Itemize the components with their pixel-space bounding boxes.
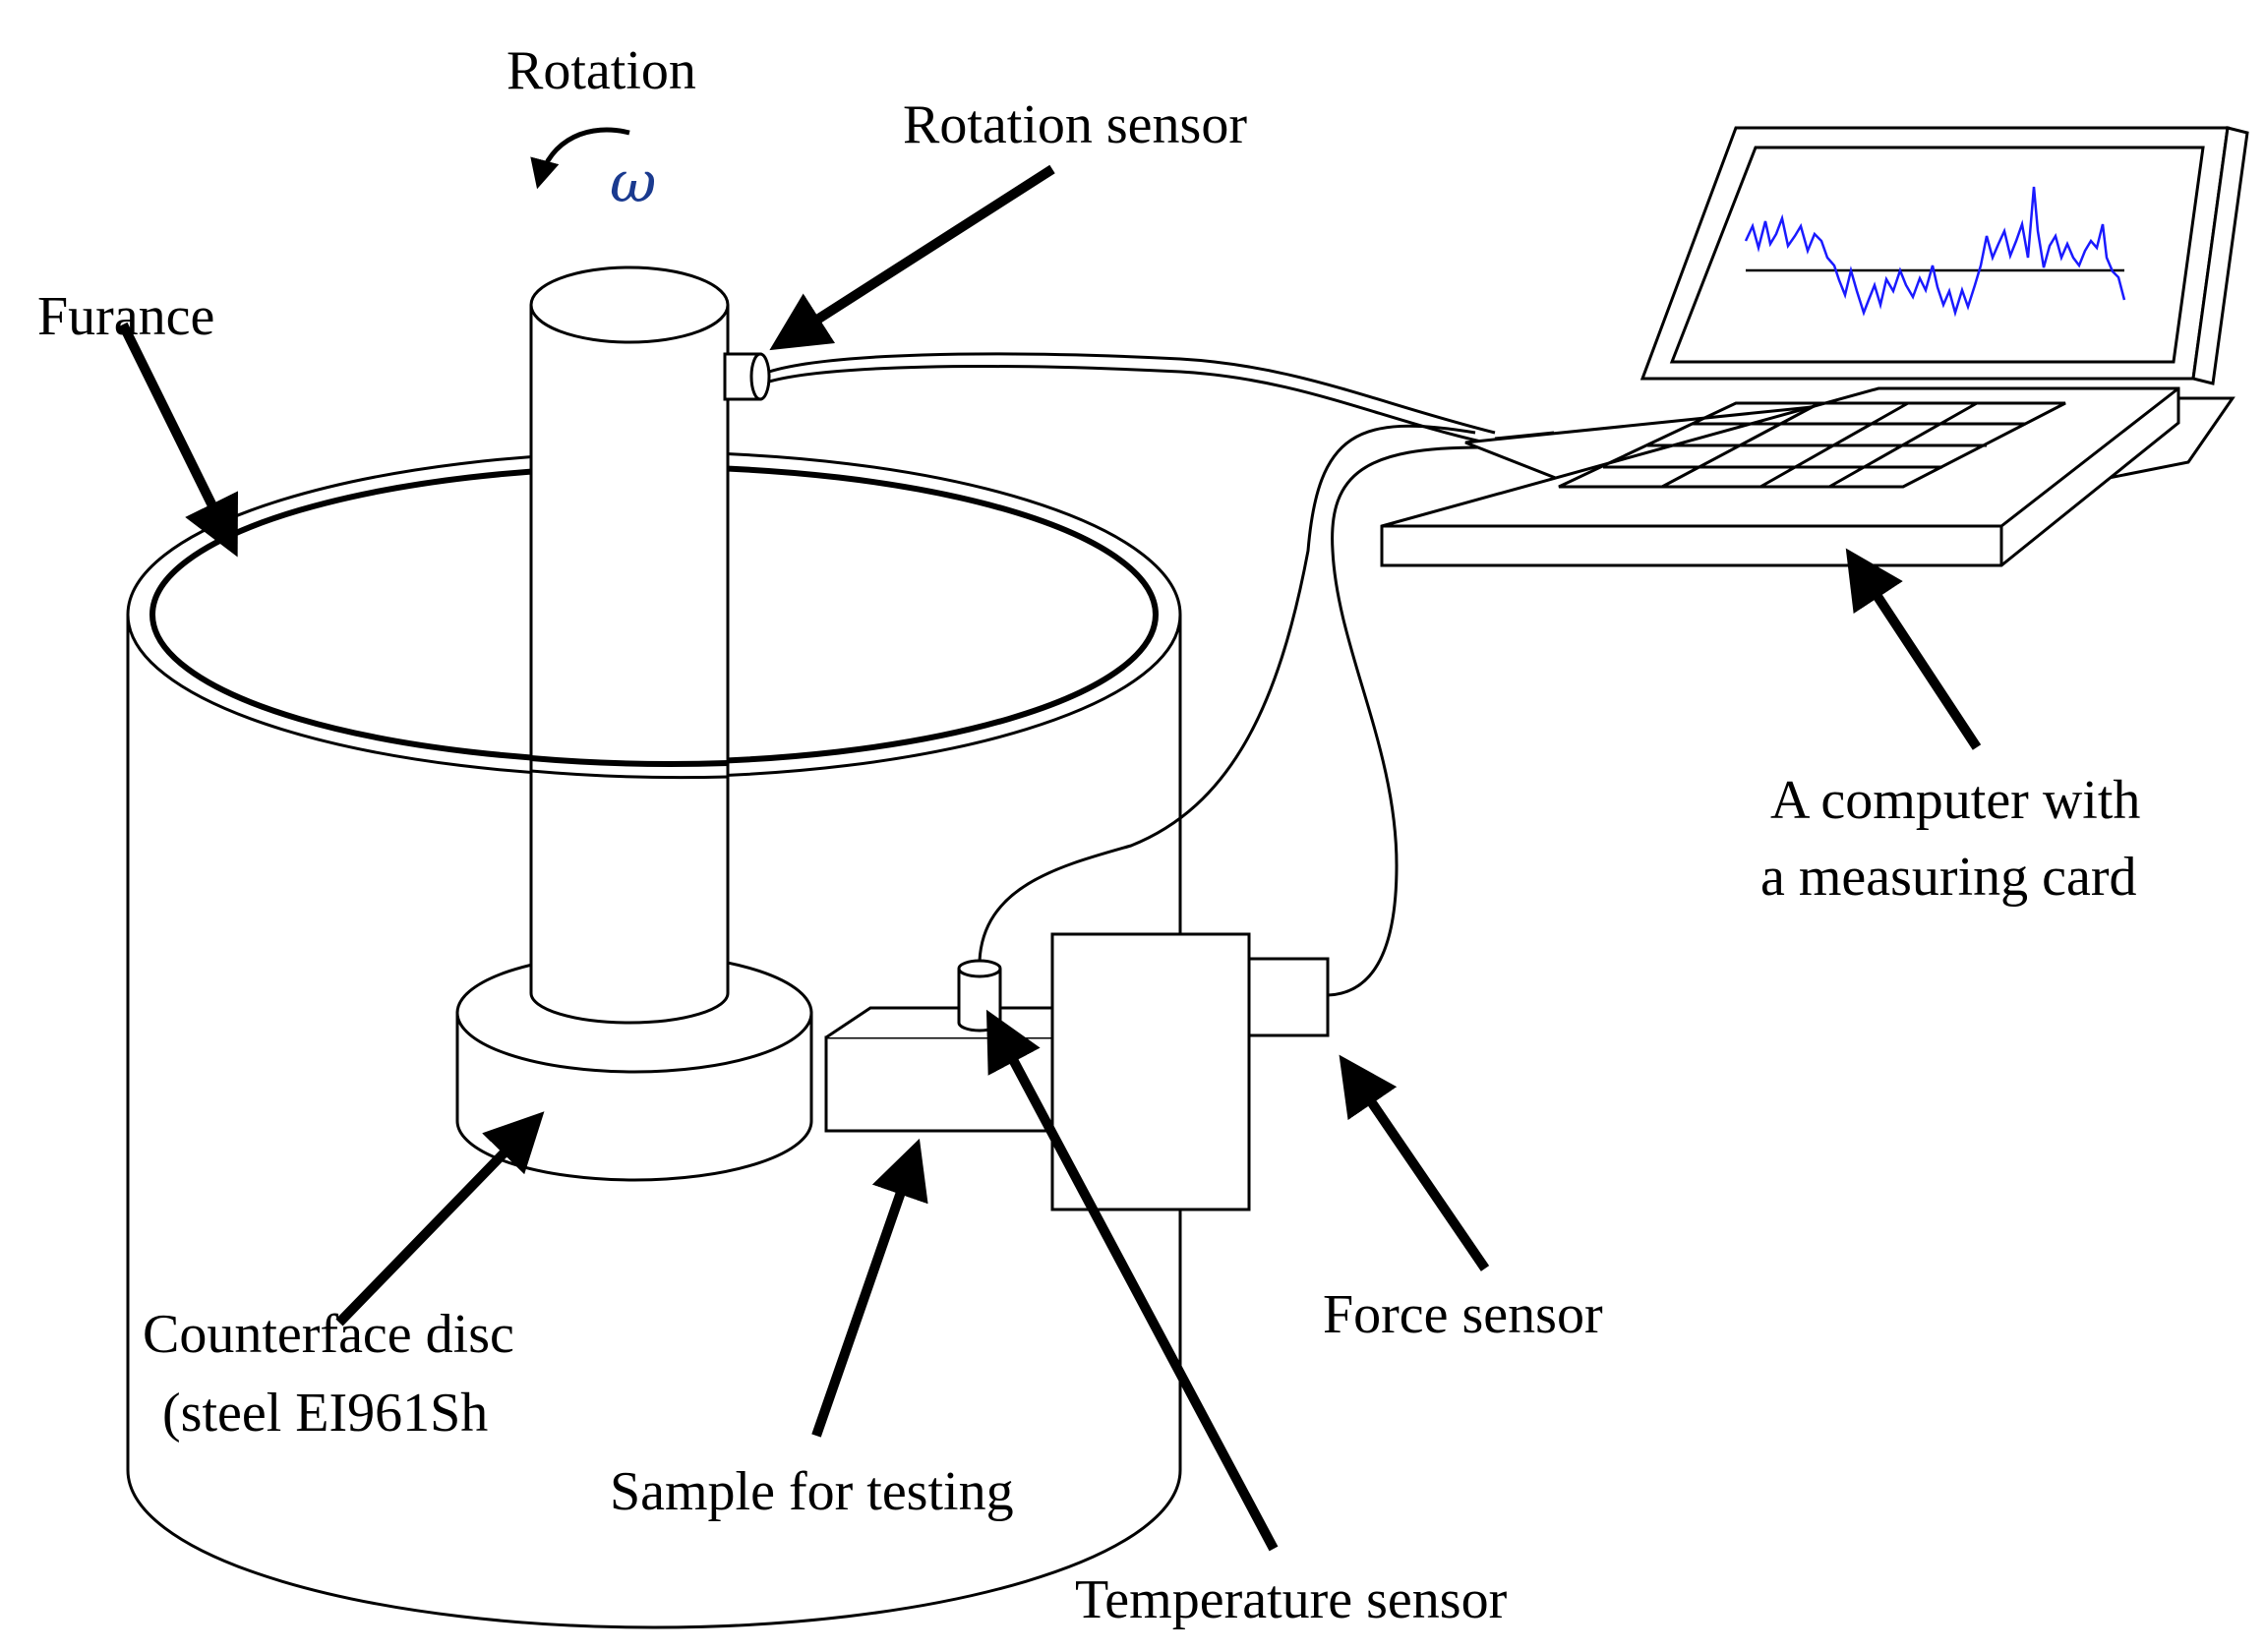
arrow-force [1339, 1054, 1490, 1271]
label-computer-line2: a measuring card [1760, 847, 2136, 908]
label-temperature-sensor: Temperature sensor [1075, 1569, 1508, 1630]
rotation-sensor-device [723, 352, 771, 401]
label-rotation: Rotation [507, 40, 696, 101]
label-arrows [118, 164, 1982, 1552]
shaft [529, 266, 730, 1025]
label-sample: Sample for testing [610, 1461, 1014, 1522]
arrow-rotation-sensor [769, 164, 1055, 351]
label-counterface-line1: Counterface disc [143, 1304, 514, 1365]
rotation-indicator [530, 127, 630, 190]
temperature-sensor-device [957, 959, 1002, 1032]
arrow-computer [1845, 548, 1982, 750]
label-computer-line1: A computer with [1770, 770, 2140, 831]
signal-trace [1744, 186, 2126, 318]
furnace-wall [126, 615, 1182, 1629]
cables [768, 352, 1496, 997]
label-counterface-line2: (steel EI961Sh [162, 1383, 488, 1444]
arrow-sample [811, 1138, 928, 1438]
label-furnace: Furance [37, 286, 214, 347]
arrow-furnace [118, 322, 238, 558]
arrow-temperature [985, 1009, 1279, 1552]
force-sensor-device [1050, 932, 1330, 1211]
arrow-counterface [335, 1111, 545, 1327]
laptop [1380, 126, 2249, 567]
label-force-sensor: Force sensor [1323, 1284, 1603, 1345]
label-rotation-sensor: Rotation sensor [903, 94, 1247, 155]
label-omega: ω [610, 148, 656, 215]
